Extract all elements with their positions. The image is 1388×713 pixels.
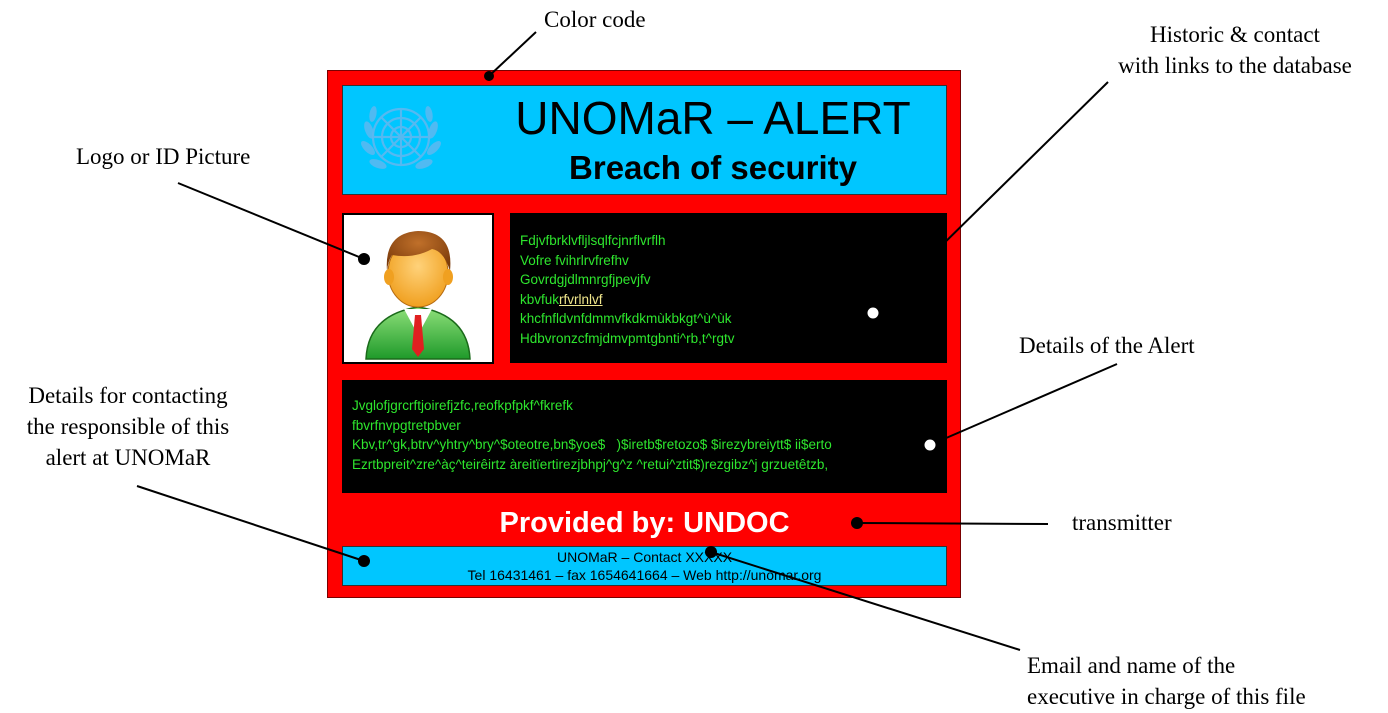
alert-header: UNOMaR – ALERT Breach of security [342, 85, 947, 195]
annotation-historic: Historic & contact with links to the dat… [1118, 22, 1352, 78]
contact-line: UNOMaR – Contact XXXXX [556, 549, 733, 565]
id-picture [342, 213, 494, 364]
annotation-color-code: Color code [544, 7, 646, 32]
leader-line-email [710, 551, 1021, 651]
user-avatar-icon [365, 231, 471, 360]
historic-line: Hdbvronzcfmjdmvpmtgbnti^rb,t^rgtv [520, 330, 735, 346]
details-line: fbvrfnvpgtretpbver [352, 417, 461, 433]
marker-dot [705, 546, 717, 558]
leader-line-historic [872, 81, 1109, 314]
leader-line-color-code [488, 31, 537, 77]
annotation-email: Email and name of the executive in charg… [1027, 653, 1306, 709]
historic-line-prefix: kbvfuk [520, 291, 560, 307]
alert-subtitle: Breach of security [569, 149, 857, 186]
historic-line: Govrdgjdlmnrgfjpevjfv [520, 272, 651, 287]
marker-dot [866, 306, 880, 320]
contact-bar: UNOMaR – Contact XXXXX Tel 16431461 – fa… [342, 546, 947, 586]
historic-line: Vofre fvihrlrvfrefhv [520, 252, 629, 268]
annotation-details-contact: Details for contacting the responsible o… [26, 383, 230, 470]
leader-line-details-alert [929, 363, 1118, 446]
details-line: Ezrtbpreit^zre^àç^teirêirtz àreitïertire… [352, 456, 829, 472]
annotation-logo: Logo or ID Picture [76, 144, 251, 169]
provider-label: Provided by: UNDOC [499, 507, 790, 539]
leader-line-logo [177, 182, 365, 260]
historic-line: khcfnfldvnfdmmvfkdkmùkbkgt^ù^ùk [520, 311, 732, 326]
leader-line-transmitter [856, 522, 1049, 525]
historic-line: Fdjvfbrklvfljlsqlfcjnrflvrflh [520, 233, 666, 248]
marker-dot [923, 438, 937, 452]
un-emblem-icon [361, 106, 441, 169]
database-link[interactable]: rfvrlnlvf [559, 291, 603, 307]
details-line: Jvglofjgrcrftjoirefjzfc,reofkpfpkf^fkref… [352, 398, 573, 413]
historic-line: kbvfukrfvrlnlvf [520, 290, 937, 310]
details-line: Kbv,tr^gk,btrv^yhtry^bry^$oteotre,bn$yoe… [352, 437, 832, 452]
marker-dot [484, 71, 494, 81]
historic-panel: Fdjvfbrklvfljlsqlfcjnrflvrflh Vofre fvih… [510, 213, 947, 363]
contact-line: Tel 16431461 – fax 1654641664 – Web http… [467, 567, 822, 583]
leader-line-details-contact [136, 485, 365, 562]
annotation-details-alert: Details of the Alert [1019, 333, 1195, 358]
marker-dot [851, 517, 863, 529]
alert-title: UNOMaR – ALERT [515, 92, 911, 144]
marker-dot [358, 253, 370, 265]
marker-dot [358, 555, 370, 567]
annotation-transmitter: transmitter [1072, 510, 1172, 535]
details-panel: Jvglofjgrcrftjoirefjzfc,reofkpfpkf^fkref… [342, 380, 947, 493]
